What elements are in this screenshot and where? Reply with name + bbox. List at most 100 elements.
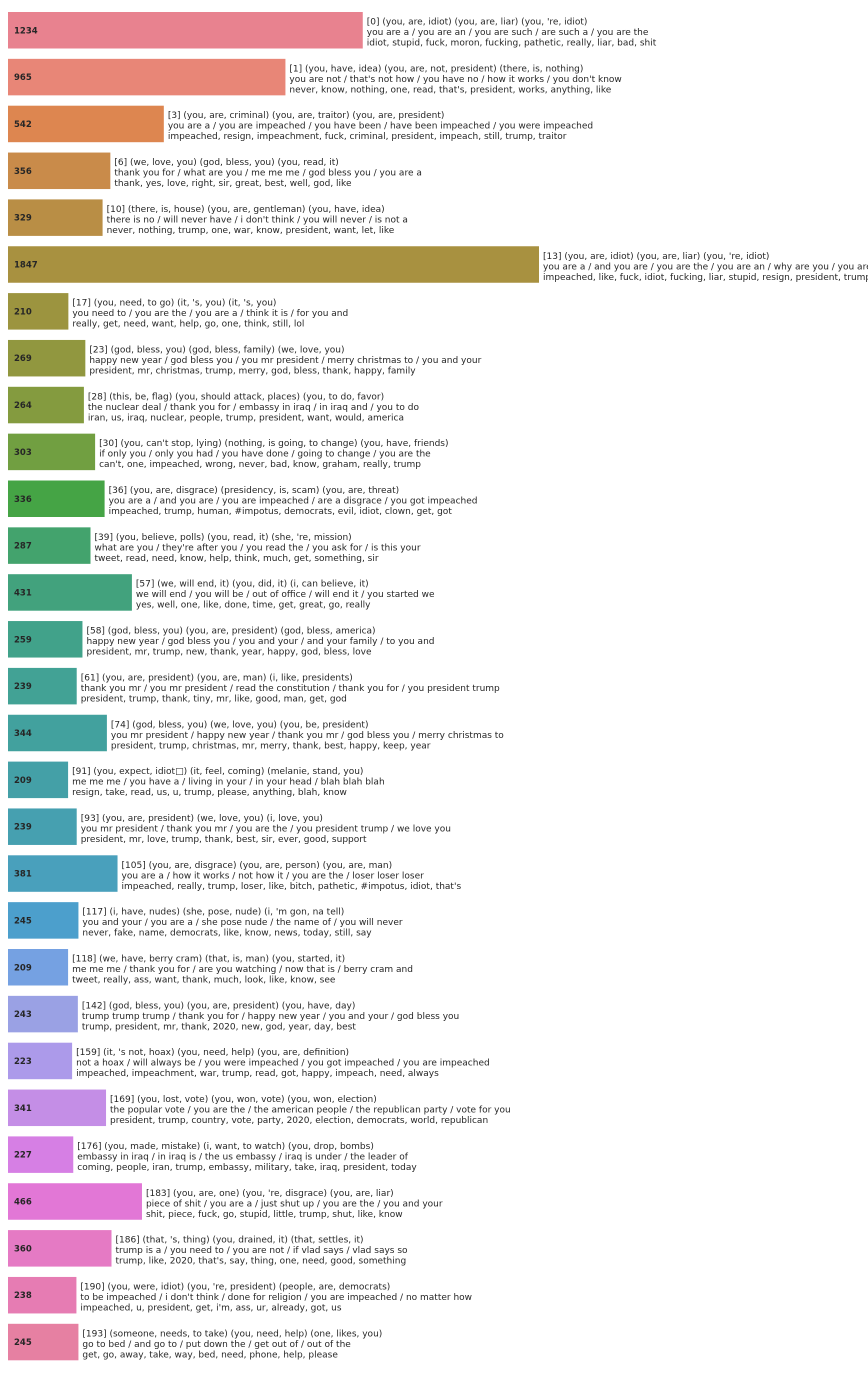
bar-annotation: [142] (god, bless, you) (you, are, presi…	[82, 1001, 459, 1032]
bar	[8, 199, 103, 236]
bar-annotation-line: what are you / they're after you / you r…	[95, 543, 421, 553]
bar-group: 209 [91] (you, expect, idiot□) (it, feel,…	[8, 761, 385, 799]
bar	[8, 480, 105, 517]
bar-annotation-line: [193] (someone, needs, to take) (you, ne…	[82, 1329, 382, 1339]
bar-annotation-line: never, know, nothing, one, read, that's,…	[289, 85, 611, 95]
bar-annotation-line: president, mr, trump, new, thank, year, …	[86, 648, 372, 658]
bar-annotation: [159] (it, 's not, hoax) (you, need, hel…	[76, 1048, 490, 1079]
bar	[8, 1042, 73, 1080]
bar-annotation-line: [186] (that, 's, thing) (you, drained, i…	[115, 1236, 363, 1246]
bar-annotation-line: [176] (you, made, mistake) (i, want, to …	[77, 1142, 374, 1152]
bar	[8, 1276, 77, 1314]
bar-annotation-line: [159] (it, 's not, hoax) (you, need, hel…	[76, 1048, 349, 1058]
bar-annotation-line: trump is a / you need to / you are not /…	[115, 1246, 408, 1256]
bar-value-label: 209	[14, 963, 32, 973]
bar-annotation-line: president, mr, christmas, trump, merry, …	[89, 366, 416, 376]
bar-annotation: [0] (you, are, idiot) (you, are, liar) (…	[367, 18, 657, 49]
bar-annotation-line: tweet, really, ass, want, thank, much, l…	[72, 976, 336, 986]
bar-annotation-line: president, trump, thank, tiny, mr, like,…	[81, 694, 347, 704]
bar-value-label: 344	[14, 729, 32, 739]
bar-group: 245[193] (someone, needs, to take) (you,…	[8, 1323, 382, 1361]
bar-value-label: 431	[14, 588, 32, 598]
bar-group: 542[3] (you, are, criminal) (you, are, t…	[8, 105, 593, 143]
bar-annotation: [93] (you, are, president) (we, love, yo…	[81, 814, 451, 845]
bar-annotation-line: [117] (i, have, nudes) (she, pose, nude)…	[82, 908, 344, 918]
bar-value-label: 238	[14, 1291, 32, 1301]
bar-annotation: [6] (we, love, you) (god, bless, you) (y…	[114, 158, 422, 189]
bar-annotation-line: not a hoax / will always be / you were i…	[76, 1059, 490, 1069]
bar-value-label: 1847	[14, 261, 38, 271]
bar-annotation-line: impeached, really, trump, loser, like, b…	[122, 882, 462, 892]
bar-value-label: 259	[14, 635, 32, 645]
bar-value-label: 1234	[14, 26, 38, 36]
bar-group: 209[118] (we, have, berry cram) (that, i…	[8, 949, 413, 986]
bar-annotation-line: [28] (this, be, flag) (you, should attac…	[88, 392, 384, 402]
bar-annotation-line: idiot, stupid, fuck, moron, fucking, pat…	[367, 39, 657, 49]
bar	[8, 855, 118, 892]
bar-annotation-line: iran, us, iraq, nuclear, people, trump, …	[88, 413, 404, 423]
bar-annotation-line: trump trump trump / thank you for / happ…	[82, 1012, 459, 1022]
bar-annotation-line: yes, well, one, like, done, time, get, g…	[136, 601, 371, 611]
bar-annotation: [169] (you, lost, vote) (you, won, vote)…	[110, 1095, 511, 1126]
bar-annotation: [57] (we, will end, it) (you, did, it) (…	[136, 580, 435, 611]
bar-value-label: 243	[14, 1010, 32, 1020]
bar-annotation: [13] (you, are, idiot) (you, are, liar) …	[543, 252, 868, 283]
bar-value-label: 264	[14, 401, 32, 411]
bar	[8, 293, 69, 330]
bar-group: 336[36] (you, are, disgrace) (presidency…	[8, 480, 477, 517]
bar-group: 329 [10] (there, is, house) (you, are, ge…	[8, 199, 408, 236]
bar-annotation: [10] (there, is, house) (you, are, gentl…	[107, 205, 408, 236]
bar-annotation: [91] (you, expect, idiot□) (it, feel, co…	[72, 767, 385, 798]
bar-group: 239[61] (you, are, president) (you, are,…	[8, 667, 500, 705]
bar-annotation: [105] (you, are, disgrace) (you, are, pe…	[122, 861, 462, 892]
bar-annotation: [39] (you, believe, polls) (you, read, i…	[95, 533, 421, 564]
bar-annotation-line: the popular vote / you are the / the ame…	[110, 1106, 511, 1116]
bar-annotation-line: [1] (you, have, idea) (you, are, not, pr…	[289, 64, 583, 74]
bar-annotation-line: [58] (god, bless, you) (you, are, presid…	[86, 627, 375, 637]
bar	[8, 995, 78, 1033]
bar-annotation-line: [30] (you, can't stop, lying) (nothing, …	[99, 439, 448, 449]
bar-annotation-line: [23] (god, bless, you) (god, bless, fami…	[89, 345, 344, 355]
bar-value-label: 223	[14, 1057, 32, 1067]
bar-annotation-line: coming, people, iran, trump, embassy, mi…	[77, 1163, 417, 1173]
bar-annotation-line: thank you mr / you mr president / read t…	[81, 684, 500, 694]
bar-value-label: 329	[14, 214, 32, 224]
bar	[8, 949, 69, 986]
bar-annotation-line: impeached, impeachment, war, trump, read…	[76, 1069, 439, 1079]
bar-value-label: 356	[14, 167, 32, 177]
bar-group: 1234 [0] (you, are, idiot) (you, are, lia…	[8, 12, 657, 49]
bar-annotation-line: [74] (god, bless, you) (we, love, you) (…	[111, 720, 369, 730]
bar-group: 245[117] (i, have, nudes) (she, pose, nu…	[8, 902, 403, 939]
bar-annotation-line: you are a / you are impeached / you have…	[168, 122, 593, 132]
bar-annotation-line: impeached, resign, impeachment, fuck, cr…	[168, 132, 567, 142]
bar-group: 238[190] (you, were, idiot) (you, 're, p…	[8, 1276, 472, 1314]
bar-annotation-line: you mr president / thank you mr / you ar…	[81, 824, 451, 834]
bar	[8, 1230, 112, 1267]
bar-annotation: [23] (god, bless, you) (god, bless, fami…	[89, 345, 481, 376]
bar-annotation-line: you need to / you are the / you are a / …	[72, 309, 348, 319]
bar-value-label: 209	[14, 776, 32, 786]
bar-annotation: [193] (someone, needs, to take) (you, ne…	[82, 1329, 382, 1360]
bar	[8, 58, 286, 96]
bar-annotation-line: [57] (we, will end, it) (you, did, it) (…	[136, 580, 369, 590]
bar-annotation-line: embassy in iraq / in iraq is / the us em…	[77, 1152, 408, 1162]
bar-annotation: [176] (you, made, mistake) (i, want, to …	[77, 1142, 417, 1173]
bar-group: 356 [6] (we, love, you) (god, bless, you)…	[8, 152, 422, 190]
bar	[8, 152, 111, 190]
bar-annotation: [117] (i, have, nudes) (she, pose, nude)…	[82, 908, 402, 939]
bar-annotation-line: [17] (you, need, to go) (it, 's, you) (i…	[72, 299, 276, 309]
bar-annotation: [30] (you, can't stop, lying) (nothing, …	[99, 439, 448, 470]
bar	[8, 574, 132, 611]
bar-annotation-line: never, nothing, trump, one, war, know, p…	[107, 226, 395, 236]
bar	[8, 1183, 142, 1220]
bar-annotation-line: me me me / thank you for / are you watch…	[72, 965, 413, 975]
bar-group: 965[1] (you, have, idea) (you, are, not,…	[8, 58, 622, 96]
bar-annotation-line: to be impeached / i don't think / done f…	[80, 1293, 472, 1303]
bar-group: 344 [74] (god, bless, you) (we, love, you…	[8, 714, 504, 752]
bar-value-label: 239	[14, 823, 32, 833]
bar-annotation-line: thank, yes, love, right, sir, great, bes…	[114, 179, 352, 189]
bar-annotation-line: [13] (you, are, idiot) (you, are, liar) …	[543, 252, 769, 262]
bar-annotation-line: thank you for / what are you / me me me …	[114, 169, 422, 179]
bar-annotation-line: [3] (you, are, criminal) (you, are, trai…	[168, 111, 445, 121]
